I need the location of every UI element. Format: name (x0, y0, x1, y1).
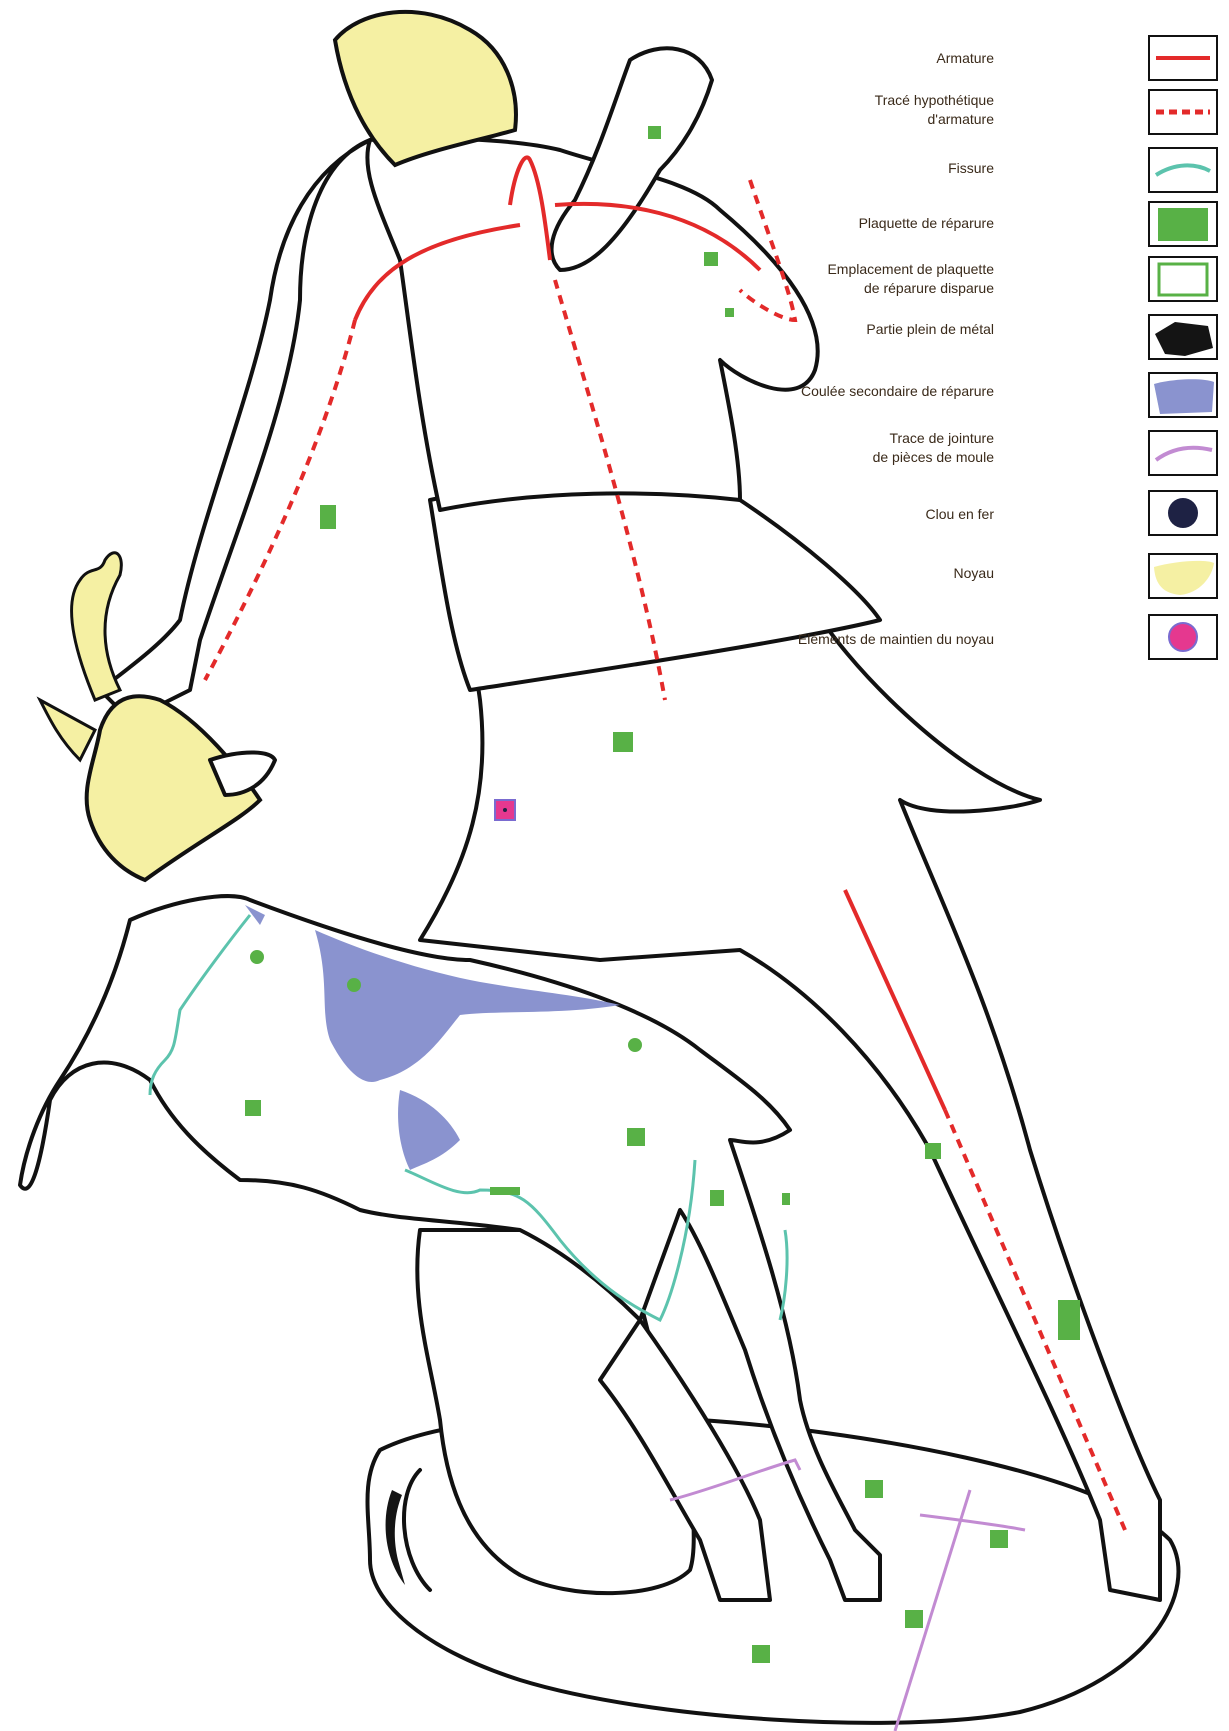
legend-label-secondary-cast: Coulée secondaire de réparure (801, 382, 994, 401)
legend-swatch-hypothetical (1148, 89, 1218, 135)
legend-swatch-iron-nail (1148, 490, 1218, 536)
legend-swatch-missing-patch (1148, 256, 1218, 302)
legend-label-patch: Plaquette de réparure (859, 214, 994, 233)
core-support-marker (495, 800, 515, 820)
legend-swatch-mould-joint (1148, 430, 1218, 476)
legend-label-armature: Armature (936, 49, 994, 68)
legend-label-hypothetical: Tracé hypothétique d'armature (875, 91, 994, 129)
legend-swatch-patch (1148, 201, 1218, 247)
goat-horn-core (72, 553, 122, 700)
legend-swatch-core (1148, 553, 1218, 599)
legend-swatch-solid-metal (1148, 314, 1218, 360)
legend-swatch-armature (1148, 35, 1218, 81)
legend-label-mould-joint: Trace de jointure de pièces de moule (873, 429, 994, 467)
goat-ear-core (40, 700, 95, 760)
legend-label-missing-patch: Emplacement de plaquette de réparure dis… (827, 260, 994, 298)
legend-swatch-crack (1148, 147, 1218, 193)
legend-label-core: Noyau (954, 564, 994, 583)
legend-label-crack: Fissure (948, 159, 994, 178)
legend-label-core-support: Eléments de maintien du noyau (798, 630, 994, 649)
legend-swatch-core-support (1148, 614, 1218, 660)
legend-label-solid-metal: Partie plein de métal (866, 320, 994, 339)
legend-swatch-secondary-cast (1148, 372, 1218, 418)
legend-label-iron-nail: Clou en fer (926, 505, 994, 524)
